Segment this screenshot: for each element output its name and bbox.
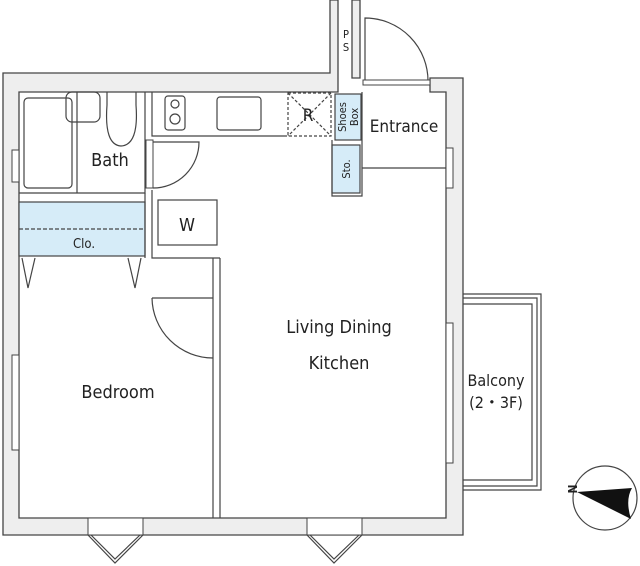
compass-icon [572,465,638,531]
interior-partition [144,190,221,518]
pipe-space-label-2: S [343,41,349,54]
shoes-box-label-1: Shoes [336,102,349,132]
bay-windows [87,517,363,564]
exterior-walls [2,0,464,536]
washer-label: W [179,215,195,236]
balcony-label-1: Balcony [467,371,525,390]
washer-space [157,199,218,246]
ldk-label-1: Living Dining [286,317,392,338]
ldk-label-2: Kitchen [309,353,370,374]
shoes-box [334,93,362,141]
kitchen-counter [151,92,332,137]
balcony [463,293,542,491]
refrigerator-label: R [303,106,314,126]
entrance-label: Entrance [370,117,439,137]
closet-label: Clo. [73,237,95,252]
bedroom-label: Bedroom [81,382,154,403]
storage-label: Sto. [340,159,353,178]
pipe-space-label-1: P [343,28,349,41]
storage [331,144,361,194]
balcony-label-2: (2・3F) [469,393,523,412]
bath-label: Bath [91,150,129,171]
windows [11,147,454,464]
compass-north-label: N [565,484,579,493]
shoes-box-label-2: Box [348,108,361,127]
entrance-door [362,17,431,86]
entrance-partition [331,92,446,197]
